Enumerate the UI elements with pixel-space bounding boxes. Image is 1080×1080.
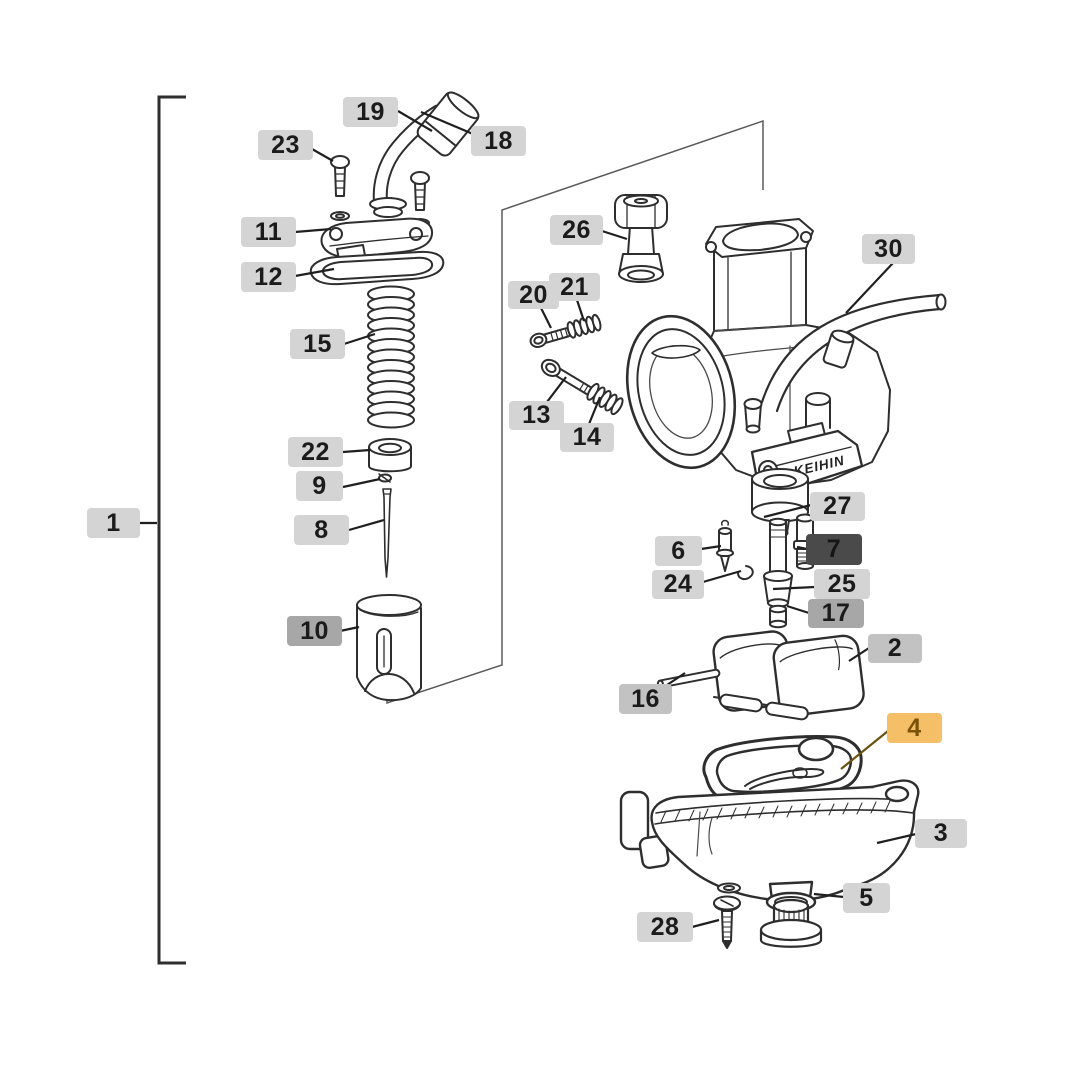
part-drain-plug (759, 898, 823, 948)
part-label-7[interactable]: 7 (806, 534, 862, 565)
part-label-1[interactable]: 1 (87, 508, 140, 538)
leader-line-25 (772, 585, 816, 591)
leader-line-13 (546, 376, 567, 403)
leader-line-21 (575, 299, 586, 322)
part-label-18[interactable]: 18 (471, 126, 526, 156)
part-carburetor-body: KEIHIN (625, 218, 947, 491)
part-clip-24 (737, 565, 754, 581)
part-float (712, 630, 865, 717)
part-label-13[interactable]: 13 (509, 401, 564, 430)
leader-line-26 (601, 229, 628, 241)
part-top-gasket (309, 250, 445, 286)
part-label-14[interactable]: 14 (560, 423, 614, 452)
part-label-23[interactable]: 23 (258, 130, 313, 160)
leader-line-28 (691, 918, 720, 929)
leader-line-3 (876, 832, 917, 845)
leader-line-30 (845, 262, 894, 314)
part-label-10[interactable]: 10 (287, 616, 342, 646)
leader-line-9 (342, 477, 381, 489)
leader-line-2 (848, 647, 870, 662)
part-jet-needle (382, 488, 392, 578)
leader-line-23 (311, 148, 334, 162)
part-label-26[interactable]: 26 (550, 215, 603, 245)
leader-line-5 (813, 892, 845, 899)
leader-line-22 (342, 448, 371, 454)
leader-line-18 (420, 110, 474, 136)
part-drain-screw (713, 882, 741, 949)
leader-line-12 (294, 267, 335, 278)
part-label-30[interactable]: 30 (862, 234, 915, 264)
leader-line-4 (840, 730, 889, 770)
part-label-2[interactable]: 2 (868, 634, 922, 663)
part-float-hinge (713, 693, 809, 721)
part-label-27[interactable]: 27 (810, 492, 865, 521)
part-throttle-slide (356, 594, 422, 702)
leader-line-24 (702, 569, 742, 584)
leader-line-15 (343, 332, 376, 346)
leader-line-14 (587, 396, 602, 425)
part-float-bowl (619, 779, 920, 902)
part-label-3[interactable]: 3 (915, 819, 967, 848)
part-main-jet (769, 604, 787, 629)
leader-line-8 (348, 518, 385, 532)
part-spring-21 (566, 313, 602, 339)
leader-line-27 (763, 503, 812, 519)
part-label-17[interactable]: 17 (808, 599, 864, 628)
part-label-11[interactable]: 11 (241, 217, 296, 247)
leader-line-20 (540, 307, 552, 329)
part-label-5[interactable]: 5 (843, 883, 890, 913)
leader-lines (138, 110, 917, 929)
part-needle-clip (378, 473, 392, 483)
leader-line-6 (700, 544, 722, 551)
part-spring-seat (368, 438, 412, 473)
part-label-21[interactable]: 21 (549, 273, 600, 301)
part-label-19[interactable]: 19 (343, 97, 398, 127)
part-float-valve-housing (751, 468, 809, 538)
part-label-9[interactable]: 9 (296, 471, 343, 501)
leader-line-11 (294, 227, 332, 234)
part-label-8[interactable]: 8 (294, 515, 349, 545)
group-bracket (157, 95, 186, 965)
part-label-16[interactable]: 16 (619, 684, 672, 714)
part-label-22[interactable]: 22 (288, 437, 343, 467)
part-choke-knob (614, 194, 668, 283)
part-label-4[interactable]: 4 (887, 713, 942, 743)
leader-line-10 (339, 625, 360, 633)
part-slide-spring (367, 285, 415, 429)
part-label-28[interactable]: 28 (637, 912, 693, 942)
part-label-6[interactable]: 6 (655, 536, 702, 566)
part-label-12[interactable]: 12 (241, 262, 296, 292)
part-label-24[interactable]: 24 (652, 570, 704, 599)
leader-line-17 (786, 604, 810, 615)
part-float-needle (716, 519, 734, 572)
leader-line-16 (666, 672, 686, 686)
leader-line-19 (397, 110, 433, 132)
leader-line-7 (796, 545, 808, 551)
part-label-15[interactable]: 15 (290, 329, 345, 359)
part-label-25[interactable]: 25 (814, 569, 870, 599)
part-spring-14 (586, 382, 624, 416)
